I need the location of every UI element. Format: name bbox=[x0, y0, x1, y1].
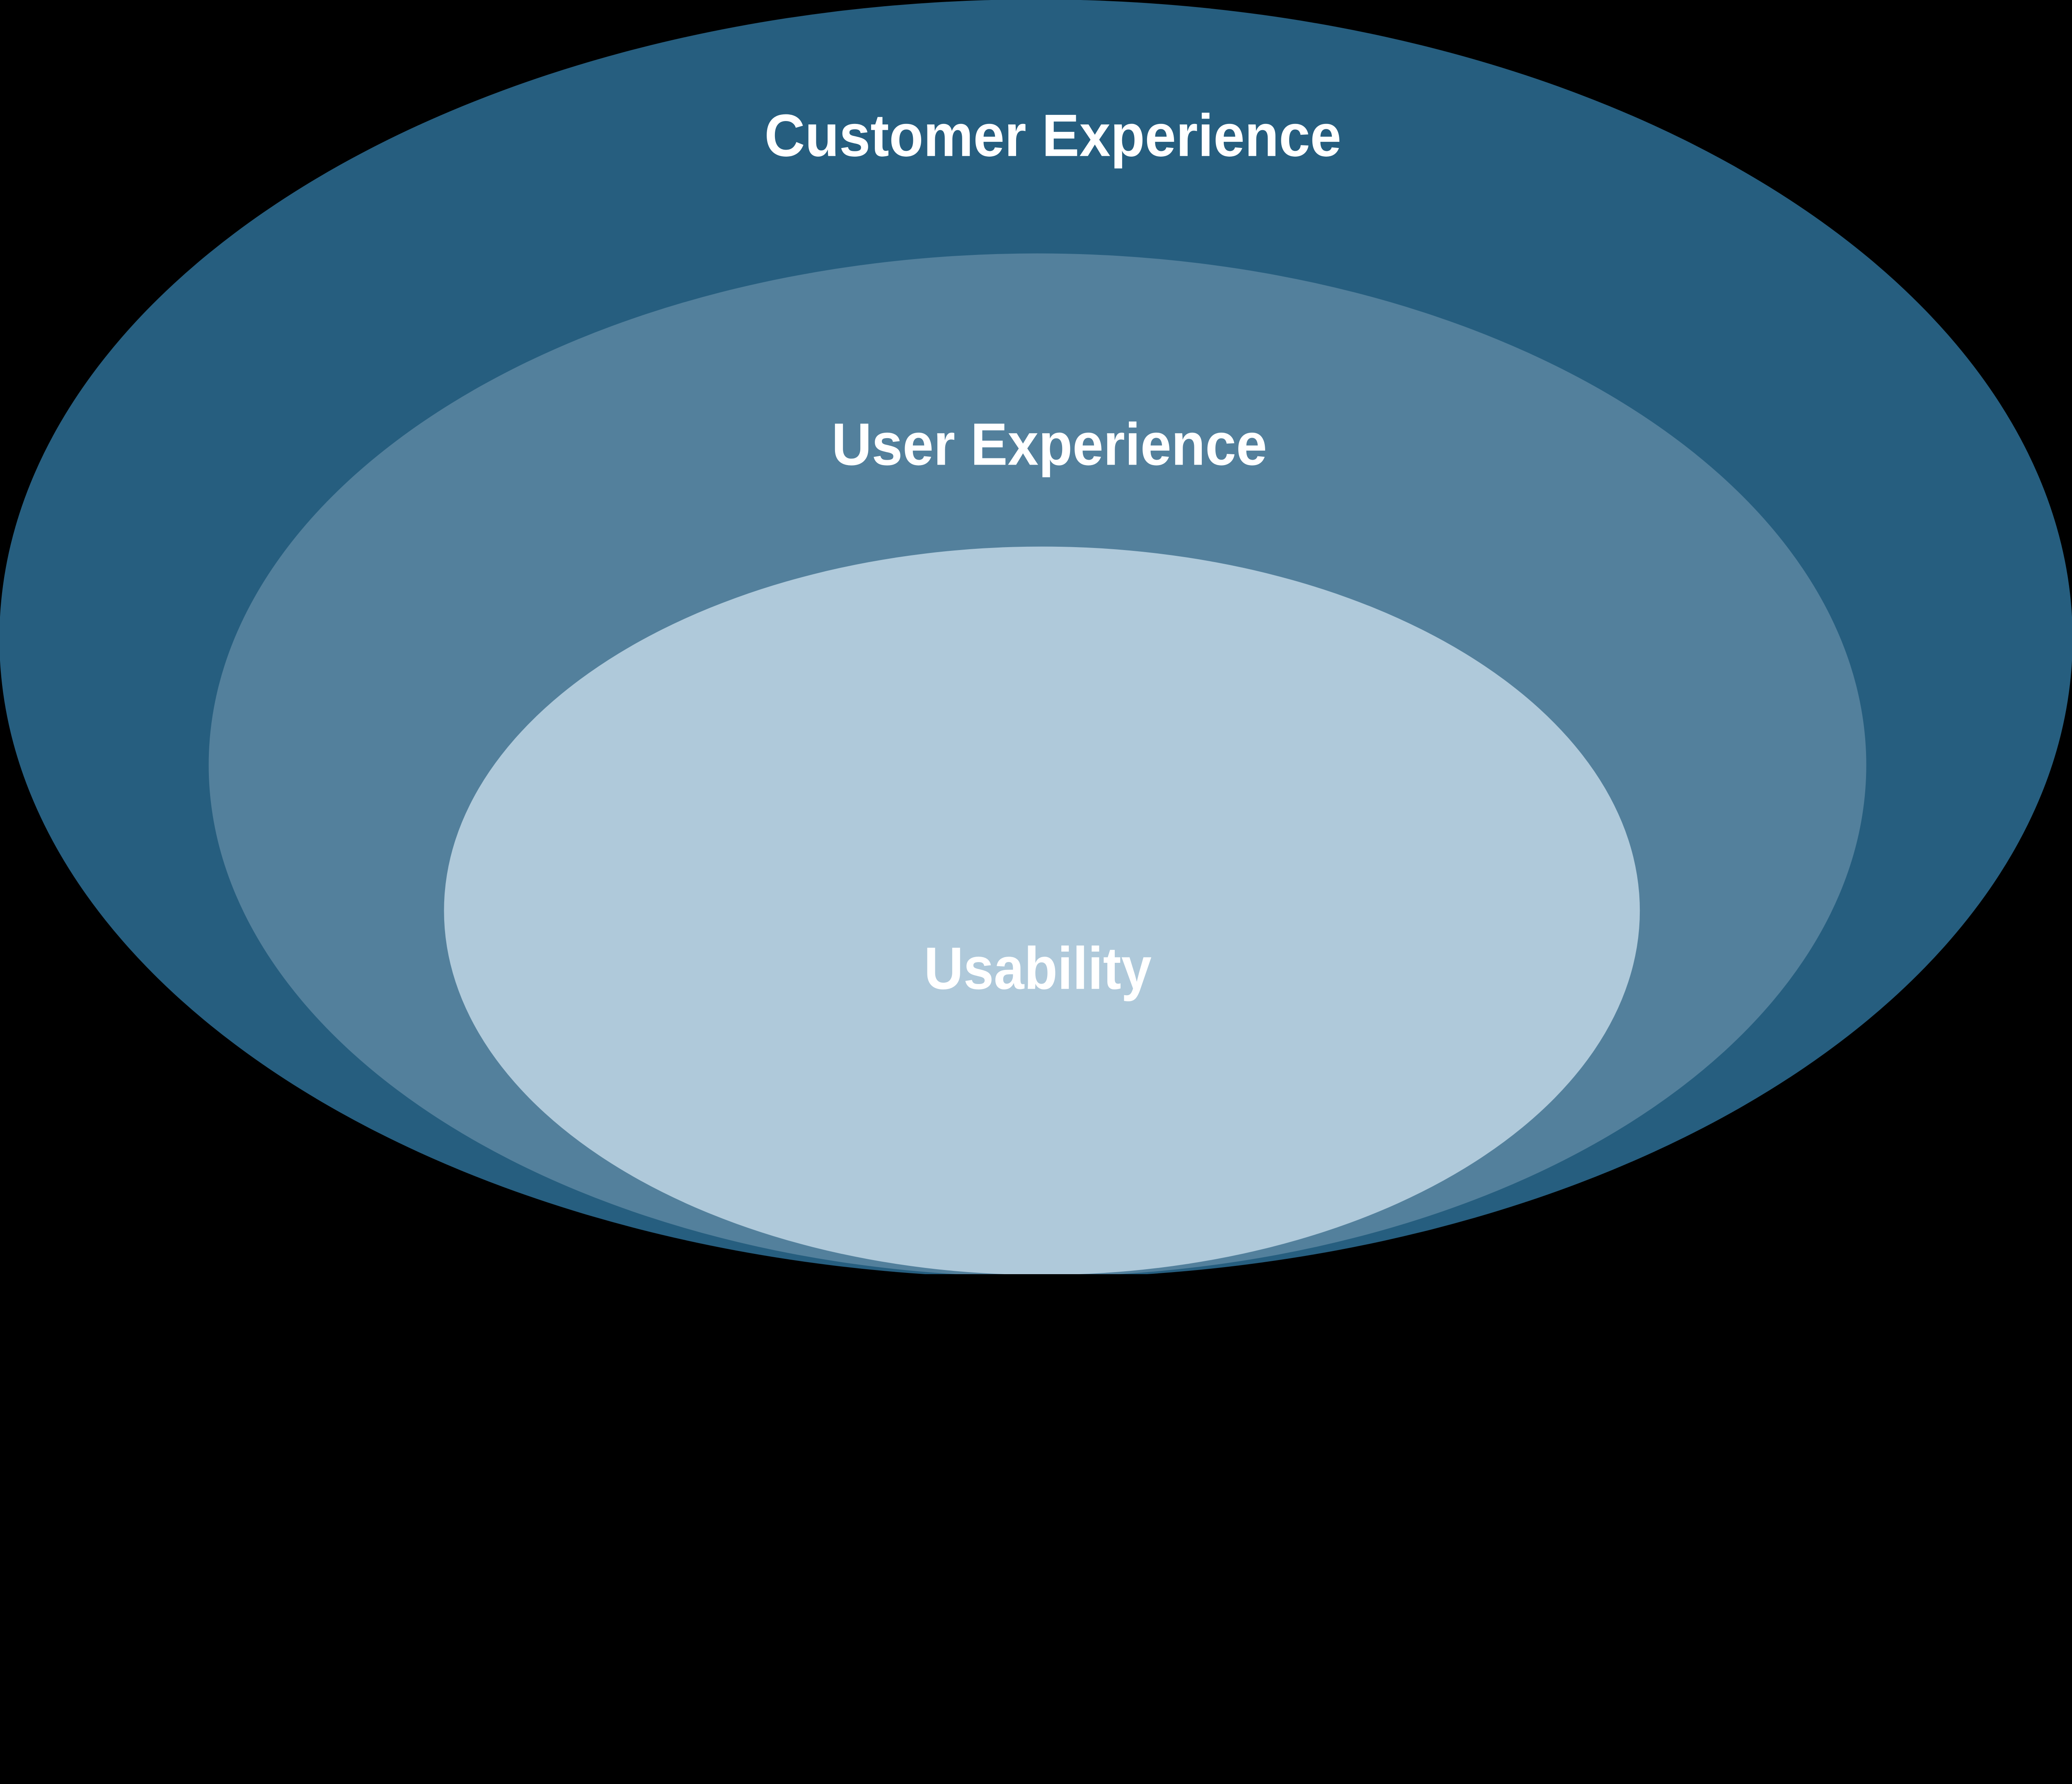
customer-experience-label: Customer Experience bbox=[765, 102, 1341, 169]
nested-ux-ellipse-diagram: Customer Experience User Experience Usab… bbox=[0, 0, 2072, 1275]
user-experience-label: User Experience bbox=[832, 410, 1267, 478]
usability-ellipse bbox=[444, 546, 1640, 1275]
usability-label: Usability bbox=[924, 935, 1152, 1002]
